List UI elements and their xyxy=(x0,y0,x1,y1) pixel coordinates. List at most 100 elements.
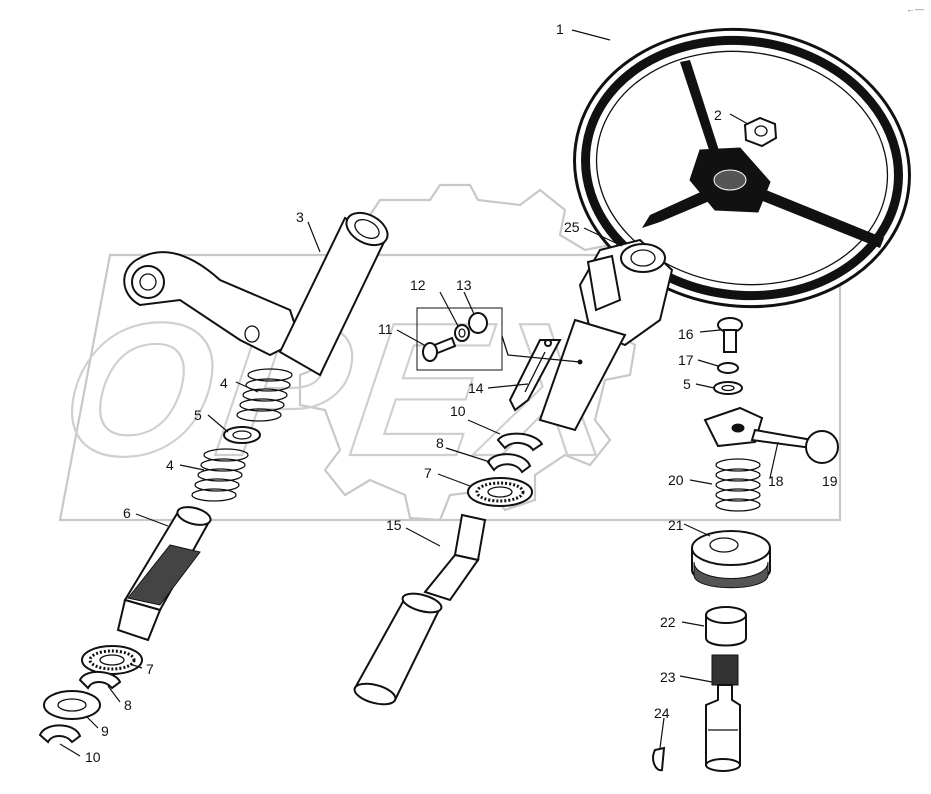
knob-19 xyxy=(805,430,839,464)
callout-8: 8 xyxy=(436,435,444,451)
washer-9-left-inner xyxy=(57,698,87,712)
lever-arm-hole xyxy=(244,325,260,343)
detail-box xyxy=(416,307,503,371)
column-housing-lower xyxy=(538,318,627,432)
spring-upper-coil xyxy=(239,398,285,412)
callout-10: 10 xyxy=(450,403,466,419)
washer-9-left-outer xyxy=(43,690,101,720)
steering-wheel-hub-center xyxy=(713,169,747,191)
callout-4: 4 xyxy=(220,375,228,391)
spring-lower-coil xyxy=(200,458,246,472)
lever-18-rod xyxy=(750,428,813,450)
leader-20 xyxy=(689,479,713,485)
bearing-7-mid-balls xyxy=(475,481,525,503)
gear-21-bore xyxy=(709,537,739,553)
lever-arm-eye-hole xyxy=(139,273,157,291)
leader-24 xyxy=(659,717,665,749)
detail-box-pointer-dot xyxy=(577,359,583,365)
gear-21-top xyxy=(691,530,771,566)
splined-shaft-end xyxy=(116,598,162,642)
leader-3 xyxy=(307,221,321,253)
bearing-7-left-inner xyxy=(99,654,125,666)
callout-10: 10 xyxy=(85,749,101,765)
bearing-7-left-balls xyxy=(88,649,136,671)
pinion-23-base xyxy=(705,758,741,772)
callout-8: 8 xyxy=(124,697,132,713)
detail-box-pointer xyxy=(501,335,581,363)
spring-upper-coil xyxy=(236,408,282,422)
callout-5: 5 xyxy=(683,376,691,392)
bracket-body xyxy=(508,339,562,412)
leader-22 xyxy=(681,621,705,627)
leader-25 xyxy=(583,227,623,247)
callout-25: 25 xyxy=(564,219,580,235)
callout-7: 7 xyxy=(146,661,154,677)
callout-13: 13 xyxy=(456,277,472,293)
leader-17 xyxy=(697,359,719,367)
corner-mark: ←— xyxy=(906,4,924,14)
spring-lower-coil xyxy=(194,478,240,492)
leader-13 xyxy=(463,291,475,315)
hub-nut-body xyxy=(743,116,778,148)
bracket-hole xyxy=(544,339,552,347)
leader-5a xyxy=(207,414,229,433)
callout-23: 23 xyxy=(660,669,676,685)
callout-6: 6 xyxy=(123,505,131,521)
hub-nut xyxy=(743,116,778,148)
steering-wheel-spoke-left xyxy=(642,190,712,228)
callout-18: 18 xyxy=(768,473,784,489)
callout-5: 5 xyxy=(194,407,202,423)
bearing-7-mid-outer xyxy=(467,477,533,507)
spring-lower-coil xyxy=(197,468,243,482)
callout-24: 24 xyxy=(654,705,670,721)
lever-18-hole xyxy=(731,423,745,433)
washer-5-left-hole xyxy=(232,430,252,440)
lever-tube-bore xyxy=(354,219,380,239)
spring-20-coil xyxy=(715,498,761,512)
leader-16 xyxy=(699,329,721,333)
spring-upper-coil xyxy=(247,368,293,382)
bushing-13 xyxy=(468,312,488,334)
steering-wheel-spoke-right xyxy=(760,190,884,248)
washer-5-right-hole xyxy=(721,384,735,392)
leader-1 xyxy=(571,29,611,41)
screw-16-shank xyxy=(723,329,737,353)
callout-17: 17 xyxy=(678,352,694,368)
callout-2: 2 xyxy=(714,107,722,123)
steering-wheel-rim-inner xyxy=(595,50,889,286)
leader-21 xyxy=(683,523,711,537)
washer-17 xyxy=(717,362,739,374)
leader-18 xyxy=(769,441,779,479)
callout-20: 20 xyxy=(668,472,684,488)
washer-12-hole xyxy=(458,328,466,338)
column-housing-top-ring-inner xyxy=(630,249,656,267)
steering-wheel-spoke-top xyxy=(680,60,722,165)
leader-12 xyxy=(439,291,459,327)
steering-shaft xyxy=(353,513,487,706)
callout-21: 21 xyxy=(668,517,684,533)
leader-6 xyxy=(135,513,169,527)
circlip-10-mid xyxy=(496,432,544,452)
callout-22: 22 xyxy=(660,614,676,630)
callouts: 1 2 3 4 4 5 5 6 7 7 8 8 9 10 10 11 12 13… xyxy=(85,21,838,765)
key-24 xyxy=(652,746,666,772)
steering-shaft-spline xyxy=(453,513,487,562)
spring-20-coil xyxy=(715,468,761,482)
spring-upper-coil xyxy=(245,378,291,392)
leader-15 xyxy=(405,527,441,547)
clip-8-mid xyxy=(486,453,532,474)
lever-18 xyxy=(703,406,813,450)
spring-upper xyxy=(236,368,293,422)
column-housing xyxy=(538,238,674,432)
spring-20-coil xyxy=(715,478,761,492)
screw-16 xyxy=(717,317,743,353)
pinion-23 xyxy=(705,654,741,772)
clip-8-left xyxy=(78,671,122,690)
leader-7b xyxy=(437,473,471,487)
splined-shaft xyxy=(116,506,212,642)
column-housing-flange xyxy=(586,254,622,312)
splined-shaft-knurl xyxy=(127,544,201,606)
circlip-10-left xyxy=(38,724,82,744)
bearing-7-mid xyxy=(467,477,533,507)
